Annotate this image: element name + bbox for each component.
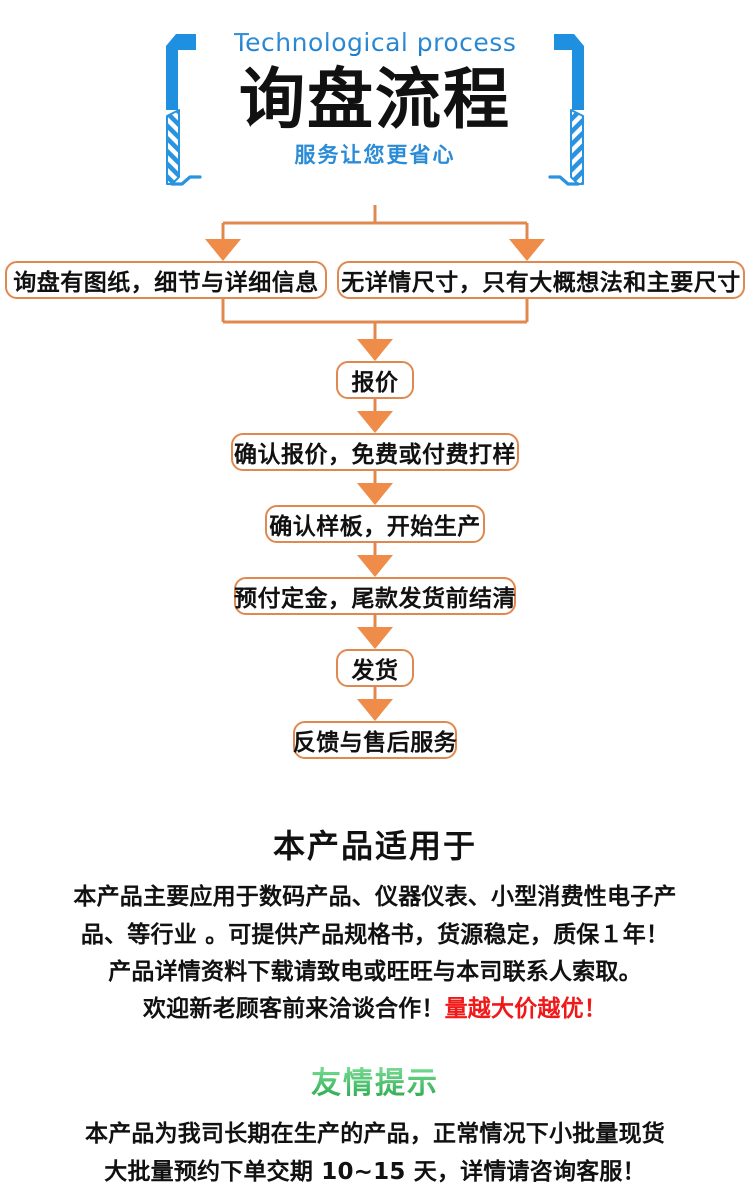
applies-line-3: 产品详情资料下载请致电或旺旺与本司联系人索取。: [108, 958, 642, 985]
tips-line-2: 大批量预约下单交期 10~15 天，详情请咨询客服！: [104, 1158, 646, 1185]
applies-line-4: 欢迎新老顾客前来洽谈合作！量越大价越优！: [0, 991, 750, 1028]
applies-body: 本产品主要应用于数码产品、仪器仪表、小型消费性电子产 品、等行业 。可提供产品规…: [0, 879, 750, 1028]
tips-section: 友情提示 本产品为我司长期在生产的产品，正常情况下小批量现货 大批量预约下单交期…: [0, 1066, 750, 1191]
header-eyebrow: Technological process: [233, 28, 517, 57]
tips-heading: 友情提示: [0, 1066, 750, 1102]
flow-node-branch-right[interactable]: 无详情尺寸，只有大概想法和主要尺寸: [337, 261, 745, 299]
applies-line-4-prefix: 欢迎新老顾客前来洽谈合作！: [142, 996, 445, 1023]
header-banner: Technological process 询盘流程 服务让您更省心: [0, 0, 750, 205]
tips-line-1: 本产品为我司长期在生产的产品，正常情况下小批量现货: [85, 1121, 665, 1148]
flow-node-step-3[interactable]: 确认样板，开始生产: [265, 505, 485, 543]
flow-node-step-6[interactable]: 反馈与售后服务: [293, 721, 457, 759]
applies-highlight: 量越大价越优！: [444, 996, 607, 1023]
flow-node-step-1[interactable]: 报价: [336, 361, 414, 399]
bottom-content: 本产品适用于 本产品主要应用于数码产品、仪器仪表、小型消费性电子产 品、等行业 …: [0, 805, 750, 1191]
tips-body: 本产品为我司长期在生产的产品，正常情况下小批量现货 大批量预约下单交期 10~1…: [0, 1116, 750, 1191]
flow-node-step-4[interactable]: 预付定金，尾款发货前结清: [234, 577, 516, 615]
header-subtitle: 服务让您更省心: [294, 143, 456, 168]
applies-line-2: 品、等行业 。可提供产品规格书，货源稳定，质保１年！: [80, 921, 670, 948]
flow-node-step-2[interactable]: 确认报价，免费或付费打样: [231, 433, 519, 471]
flow-node-branch-left[interactable]: 询盘有图纸，细节与详细信息: [5, 261, 327, 299]
applies-line-1: 本产品主要应用于数码产品、仪器仪表、小型消费性电子产: [73, 884, 677, 911]
applies-section: 本产品适用于 本产品主要应用于数码产品、仪器仪表、小型消费性电子产 品、等行业 …: [0, 827, 750, 1028]
page-title: 询盘流程: [239, 60, 511, 138]
applies-heading: 本产品适用于: [272, 827, 477, 865]
flow-node-step-5[interactable]: 发货: [336, 649, 414, 687]
process-flowchart: 询盘有图纸，细节与详细信息 无详情尺寸，只有大概想法和主要尺寸 报价 确认报价，…: [0, 205, 750, 805]
